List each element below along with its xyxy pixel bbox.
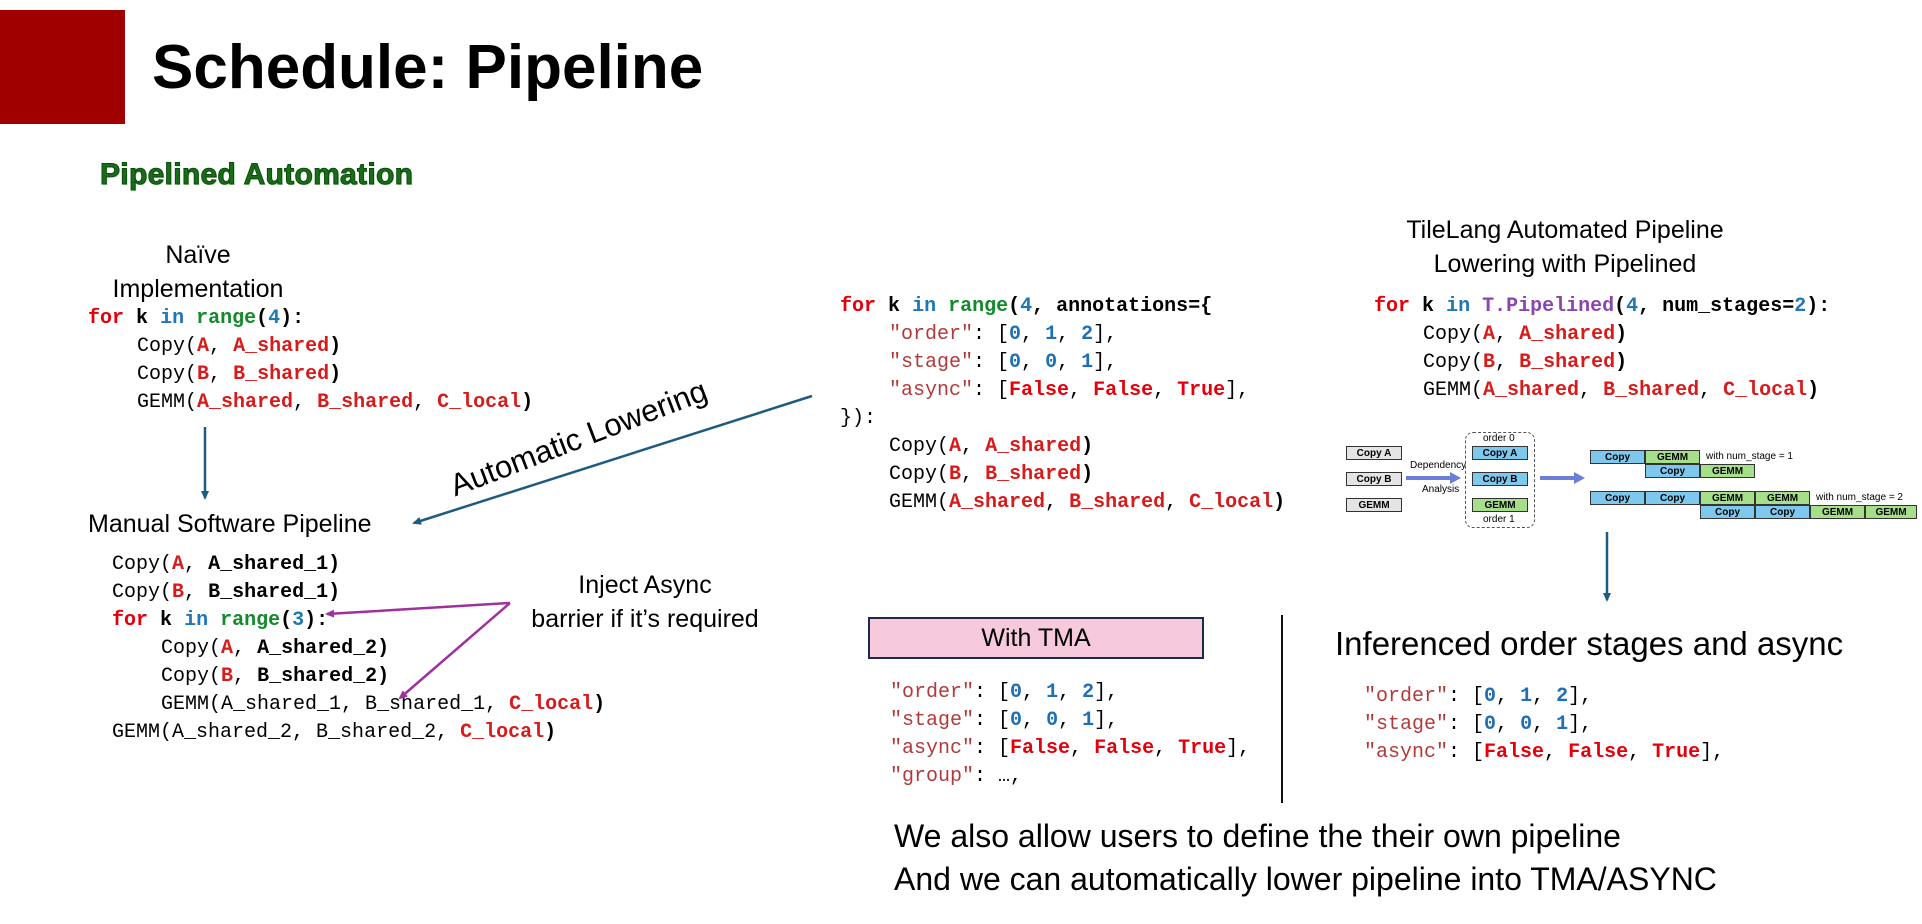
inject-arrow-lower — [398, 602, 511, 700]
naive-code-line-2: Copy(A, A_shared) — [137, 335, 342, 358]
inferenced-line-2: "stage": [0, 0, 1], — [1364, 713, 1593, 736]
manual-code-line-1: Copy(A, A_shared_1) — [112, 553, 341, 576]
diagram-order1-label: order 1 — [1483, 514, 1515, 525]
tilelang-caption: TileLang Automated Pipeline Lowering wit… — [1360, 213, 1770, 281]
inferenced-caption: Inferenced order stages and async — [1335, 625, 1844, 662]
manual-code-line-4: Copy(A, A_shared_2) — [161, 637, 390, 660]
s2-copy-3: Copy — [1700, 505, 1755, 519]
annotated-line-7: Copy(B, B_shared) — [889, 463, 1094, 486]
tilelang-line-2: Copy(A, A_shared) — [1423, 323, 1628, 346]
diagram-ordered-gemm: GEMM — [1472, 498, 1528, 512]
inject-arrow-upper — [325, 601, 511, 618]
naive-caption-line-1: Naïve — [165, 241, 231, 269]
annotated-line-6: Copy(A, A_shared) — [889, 435, 1094, 458]
s2-gemm-2: GEMM — [1755, 491, 1810, 505]
tilelang-line-4: GEMM(A_shared, B_shared, C_local) — [1423, 379, 1820, 402]
diagram-ordered-copy-a: Copy A — [1472, 446, 1528, 460]
title-accent-block — [0, 10, 125, 124]
inferenced-line-1: "order": [0, 1, 2], — [1364, 685, 1593, 708]
naive-caption: Naïve Implementation — [88, 238, 308, 306]
manual-code-line-2: Copy(B, B_shared_1) — [112, 581, 341, 604]
s1-copy-2: Copy — [1645, 464, 1700, 478]
stage1-label: with num_stage = 1 — [1706, 451, 1793, 462]
s1-gemm-1: GEMM — [1645, 450, 1700, 464]
tilelang-caption-line-1: TileLang Automated Pipeline — [1406, 216, 1724, 244]
page-title: Schedule: Pipeline — [152, 33, 704, 102]
diagram-gemm: GEMM — [1346, 498, 1402, 512]
inject-async-caption: Inject Async barrier if it’s required — [520, 568, 770, 636]
diagram-dependency-label: Dependency — [1410, 460, 1467, 471]
bottom-text-line-1: We also allow users to define the their … — [894, 818, 1621, 854]
tilelang-code: for k in T.Pipelined(4, num_stages=2): C… — [1374, 295, 1894, 415]
diagram-copy-a: Copy A — [1346, 446, 1402, 460]
naive-caption-line-2: Implementation — [112, 275, 284, 303]
vertical-divider — [1281, 615, 1283, 803]
s2-copy-4: Copy — [1755, 505, 1810, 519]
inferenced-code: "order": [0, 1, 2], "stage": [0, 0, 1], … — [1364, 685, 1764, 775]
order-group-box — [1465, 432, 1535, 528]
diagram-ordered-copy-b: Copy B — [1472, 472, 1528, 486]
manual-code-line-5: Copy(B, B_shared_2) — [161, 665, 390, 688]
with-tma-label: With TMA — [981, 623, 1091, 652]
diagram-order0-label: order 0 — [1483, 433, 1515, 444]
tma-line-2: "stage": [0, 0, 1], — [890, 709, 1119, 732]
tilelang-line-3: Copy(B, B_shared) — [1423, 351, 1628, 374]
diagram-copy-b: Copy B — [1346, 472, 1402, 486]
schedule-arrow-icon — [1540, 472, 1585, 484]
manual-code-line-6: GEMM(A_shared_1, B_shared_1, C_local) — [161, 693, 606, 716]
s2-gemm-1: GEMM — [1700, 491, 1755, 505]
inferenced-line-3: "async": [False, False, True], — [1364, 741, 1725, 764]
tilelang-line-1: for k in T.Pipelined(4, num_stages=2): — [1374, 295, 1831, 318]
automatic-lowering-arrow — [412, 394, 813, 525]
pipeline-diagram: Copy A Copy B GEMM Dependency Analysis o… — [1340, 428, 1920, 534]
inject-async-line-2: barrier if it’s required — [531, 605, 759, 633]
s1-gemm-2: GEMM — [1700, 464, 1755, 478]
annotated-code: for k in range(4, annotations={ "order":… — [840, 295, 1320, 525]
annotated-line-3: "stage": [0, 0, 1], — [889, 351, 1118, 374]
stage2-label: with num_stage = 2 — [1816, 492, 1903, 503]
section-title: Pipelined Automation — [99, 158, 414, 192]
manual-pipeline-caption: Manual Software Pipeline — [88, 510, 372, 538]
naive-code: for k in range(4): Copy(A, A_shared) Cop… — [88, 307, 568, 427]
annotated-line-2: "order": [0, 1, 2], — [889, 323, 1118, 346]
annotated-line-4: "async": [False, False, True], — [889, 379, 1250, 402]
annotated-line-8: GEMM(A_shared, B_shared, C_local) — [889, 491, 1286, 514]
manual-code-line-3: for k in range(3): — [112, 609, 329, 632]
manual-code-line-7: GEMM(A_shared_2, B_shared_2, C_local) — [112, 721, 557, 744]
s2-copy-2: Copy — [1645, 491, 1700, 505]
inject-async-line-1: Inject Async — [578, 571, 712, 599]
s1-copy-1: Copy — [1590, 450, 1645, 464]
diagram-analysis-label: Analysis — [1422, 484, 1460, 495]
s2-copy-1: Copy — [1590, 491, 1645, 505]
annotated-line-5: }): — [840, 407, 877, 430]
manual-code: Copy(A, A_shared_1) Copy(B, B_shared_1) … — [112, 553, 672, 753]
tma-line-1: "order": [0, 1, 2], — [890, 681, 1119, 704]
dependency-arrow-icon — [1406, 472, 1461, 484]
naive-code-line-1: for k in range(4): — [88, 307, 305, 330]
tma-line-3: "async": [False, False, True], — [890, 737, 1251, 760]
with-tma-box: With TMA — [868, 617, 1204, 659]
naive-code-line-4: GEMM(A_shared, B_shared, C_local) — [137, 391, 534, 414]
naive-code-line-3: Copy(B, B_shared) — [137, 363, 342, 386]
tma-line-4: "group": …, — [890, 765, 1023, 788]
bottom-text: We also allow users to define the their … — [894, 815, 1717, 901]
s2-gemm-3: GEMM — [1810, 505, 1865, 519]
s2-gemm-4: GEMM — [1865, 505, 1917, 519]
tilelang-caption-line-2: Lowering with Pipelined — [1433, 250, 1697, 278]
bottom-text-line-2: And we can automatically lower pipeline … — [894, 861, 1717, 897]
tma-code: "order": [0, 1, 2], "stage": [0, 0, 1], … — [890, 681, 1290, 801]
annotated-line-1: for k in range(4, annotations={ — [840, 295, 1213, 318]
